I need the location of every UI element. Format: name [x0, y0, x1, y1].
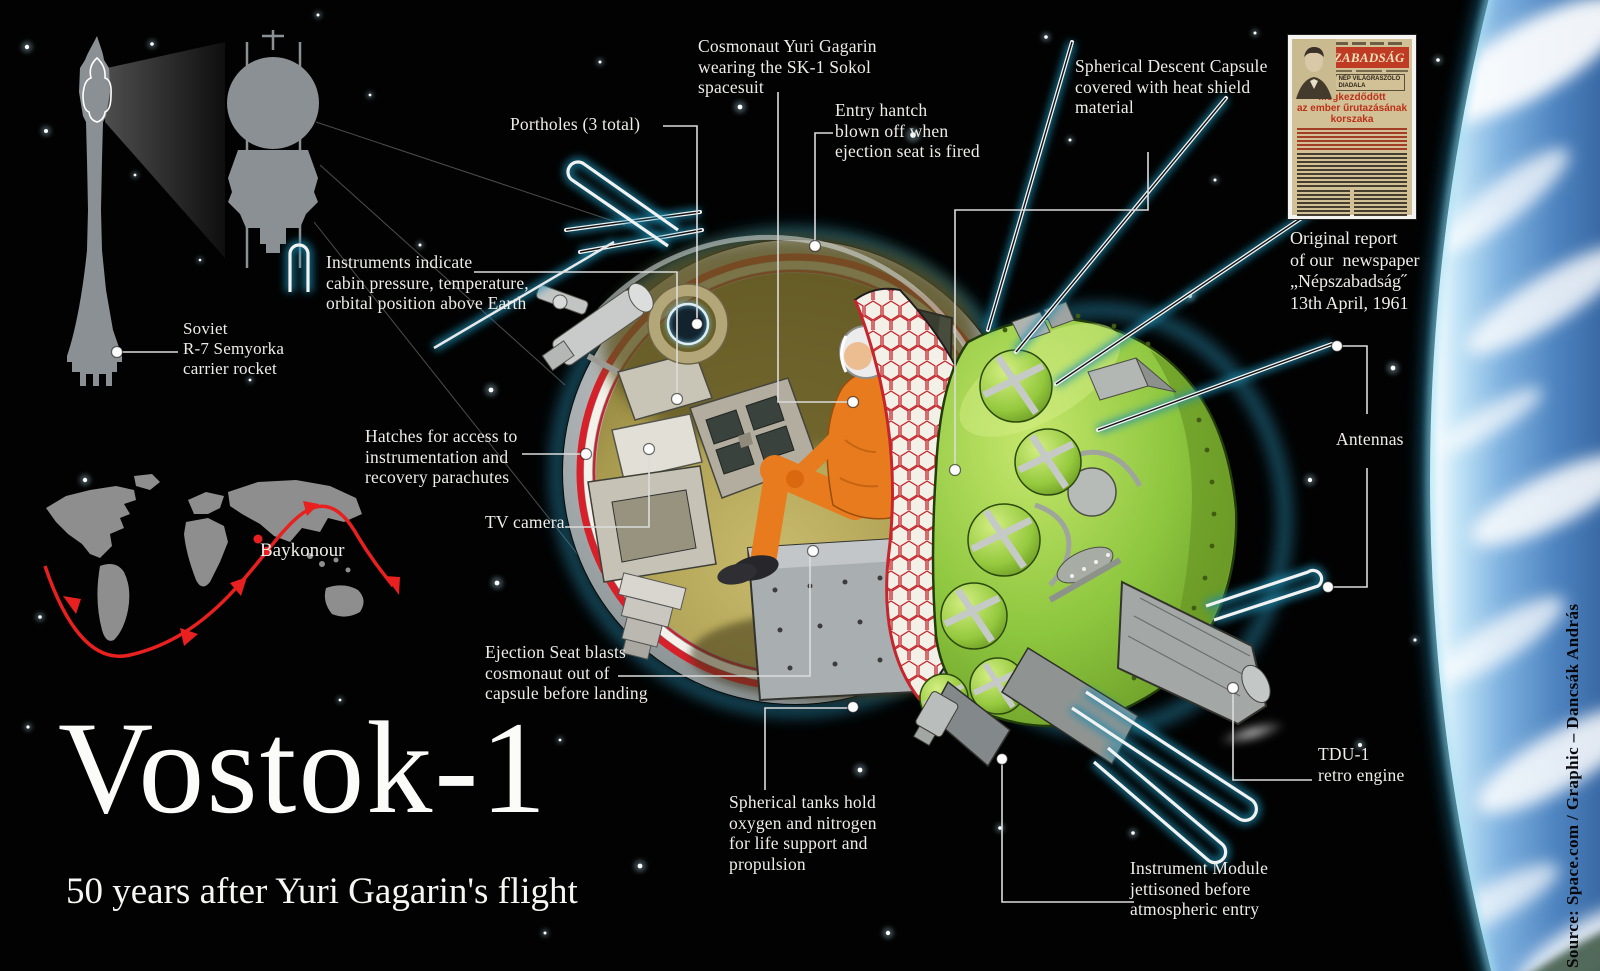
gagarin-portrait: [1292, 39, 1336, 99]
leader-cosmonaut: [777, 92, 848, 403]
r7-rocket-silhouette: [67, 36, 225, 386]
starfield: [21, 11, 1443, 939]
leader-antennas-top: [1337, 345, 1368, 414]
earth: [1420, 0, 1600, 971]
leader-antennas-bottom: [1330, 468, 1368, 588]
leader-tanks: [764, 707, 848, 790]
page-title: Vostok-1: [58, 694, 549, 841]
highlight-beam: [105, 42, 225, 258]
newspaper-columns: [1297, 127, 1407, 187]
source-credit: Source: Space.com / Graphic – Dancsák An…: [1563, 603, 1582, 968]
callout-hatches: Hatches for access to instrumentation an…: [365, 426, 518, 488]
leader-instrument-module: [1001, 764, 1134, 903]
spacecraft-illustration: [285, 40, 1349, 868]
leader-tv-camera: [565, 454, 650, 528]
leader-instruments: [474, 271, 678, 395]
callout-instrument-module: Instrument Module jettisoned before atmo…: [1130, 858, 1269, 920]
retro-engine-plume: [1219, 720, 1285, 746]
antenna-rods: [431, 40, 1349, 435]
antenna-loops: [285, 157, 1327, 868]
tv-camera: [587, 465, 717, 660]
leader-tdu: [1232, 692, 1312, 781]
callout-antennas: Antennas: [1336, 429, 1404, 449]
leader-entry-hatch: [814, 132, 833, 243]
callout-descent-capsule: Spherical Descent Capsule covered with h…: [1075, 56, 1268, 118]
callout-instruments: Instruments indicate cabin pressure, tem…: [326, 252, 529, 314]
callout-tanks: Spherical tanks hold oxygen and nitrogen…: [729, 792, 877, 874]
callout-entry-hatch: Entry hantch blown off when ejection sea…: [835, 100, 980, 162]
callout-tv-camera: TV camera: [485, 512, 565, 532]
world-map: [43, 474, 400, 658]
vostok-silhouette: [227, 30, 626, 581]
leader-lines: [110, 92, 1368, 903]
leader-descent-capsule: [954, 152, 1149, 466]
newspaper-caption: Original report of our newspaper „Népsza…: [1290, 228, 1420, 313]
newspaper-rule: [1296, 70, 1408, 72]
callout-tdu: TDU-1 retro engine: [1318, 744, 1405, 785]
leader-portholes: [663, 125, 698, 320]
page-subtitle: 50 years after Yuri Gagarin's flight: [66, 871, 578, 912]
newspaper-headline: Megkezdődött az ember űrutazásának korsz…: [1296, 92, 1408, 125]
orbit-trajectory: [43, 501, 400, 658]
callout-cosmonaut: Cosmonaut Yuri Gagarin wearing the SK-1 …: [698, 36, 877, 98]
newspaper-clipping: NÉPSZABADSÁG A SZOVJET NÉP VILÁGRASZÓLÓ …: [1288, 35, 1416, 219]
newspaper-dateline: [1298, 42, 1406, 45]
payload-outline: [82, 56, 112, 123]
rocket-label: Soviet R-7 Semyorka carrier rocket: [183, 319, 285, 379]
callout-ejection-seat: Ejection Seat blasts cosmonaut out of ca…: [485, 642, 648, 704]
callout-portholes: Portholes (3 total): [510, 114, 641, 134]
camera-boom: [536, 282, 654, 372]
launch-site-label: Baykonour: [260, 540, 345, 561]
porthole: [647, 283, 729, 365]
newspaper-footer-columns: [1297, 189, 1407, 216]
leader-ejection-seat: [618, 556, 811, 677]
